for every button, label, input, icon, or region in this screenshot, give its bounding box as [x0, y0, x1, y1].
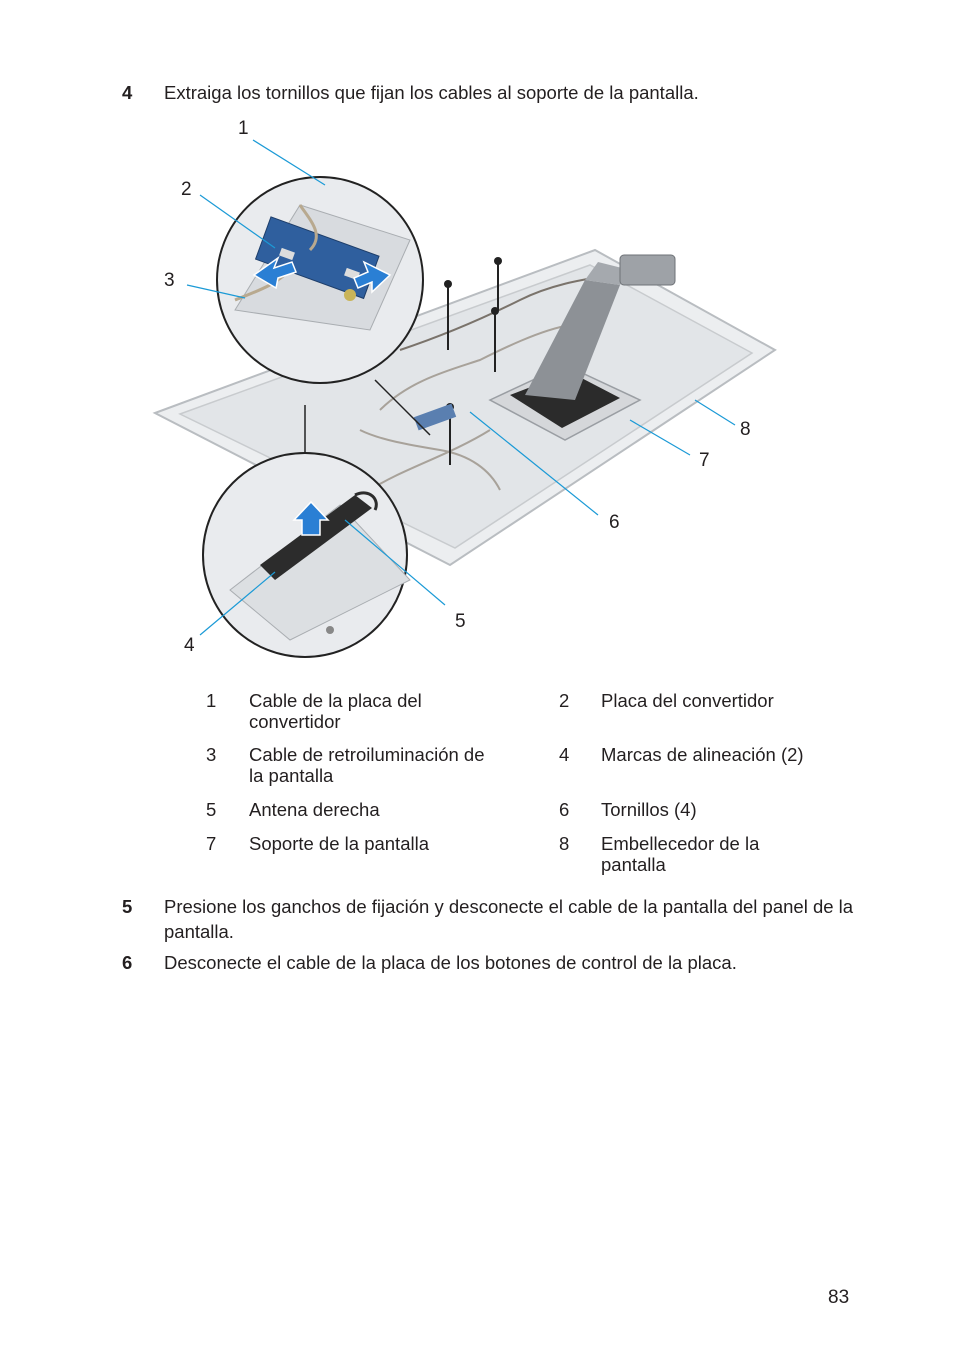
screw-head	[494, 257, 502, 265]
legend-number: 8	[559, 833, 570, 854]
step-text: Extraiga los tornillos que fijan los cab…	[164, 82, 699, 103]
cable-route	[379, 324, 571, 411]
step-text: Desconecte el cable de la placa de los b…	[164, 952, 737, 973]
cable-route	[369, 429, 491, 491]
step-number: 5	[122, 896, 133, 917]
legend-label: Cable de la placa del convertidor	[249, 690, 422, 732]
screw-head	[491, 307, 499, 315]
converter-board-small	[413, 403, 457, 431]
cable-route	[359, 429, 501, 491]
stand-arm	[525, 280, 620, 400]
zoom-detail-converter-board	[216, 176, 424, 384]
legend-label: Cable de retroiluminación de la pantalla	[249, 744, 485, 786]
callout-6: 6	[609, 512, 620, 533]
callout-2: 2	[181, 179, 192, 200]
step-text: Presione los ganchos de fijación y desco…	[164, 896, 854, 942]
illustration-svg	[152, 139, 777, 658]
legend-number: 6	[559, 799, 570, 820]
arrow-left-icon	[252, 255, 297, 290]
stand-arm-side	[585, 262, 630, 285]
disassembly-illustration: 1 2 3 4 5 6 7 8	[150, 110, 800, 670]
legend-label: Embellecedor de la pantalla	[601, 833, 760, 875]
legend-label: Tornillos (4)	[601, 799, 697, 820]
legend-number: 2	[559, 690, 570, 711]
callout-3: 3	[164, 270, 175, 291]
step-number: 6	[122, 952, 133, 973]
cable-route	[399, 274, 611, 351]
legend-number: 4	[559, 744, 570, 765]
arrow-right-icon	[353, 260, 392, 294]
callout-1: 1	[238, 118, 249, 139]
callout-5: 5	[455, 611, 466, 632]
legend-number: 3	[206, 744, 217, 765]
legend-label: Placa del convertidor	[601, 690, 774, 711]
callout-8: 8	[740, 419, 751, 440]
legend-label: Antena derecha	[249, 799, 380, 820]
legend-label: Marcas de alineación (2)	[601, 744, 804, 765]
callout-7: 7	[699, 450, 710, 471]
step-number: 4	[122, 82, 133, 103]
callout-4: 4	[184, 635, 195, 656]
legend-number: 5	[206, 799, 217, 820]
page-number: 83	[828, 1287, 850, 1308]
legend-number: 7	[206, 833, 217, 854]
screw-head	[444, 280, 452, 288]
legend-number: 1	[206, 690, 217, 711]
zoom-detail-antenna	[202, 452, 411, 658]
stand-hinge	[619, 254, 676, 286]
arrow-up-icon	[292, 500, 330, 536]
legend-label: Soporte de la pantalla	[249, 833, 429, 854]
